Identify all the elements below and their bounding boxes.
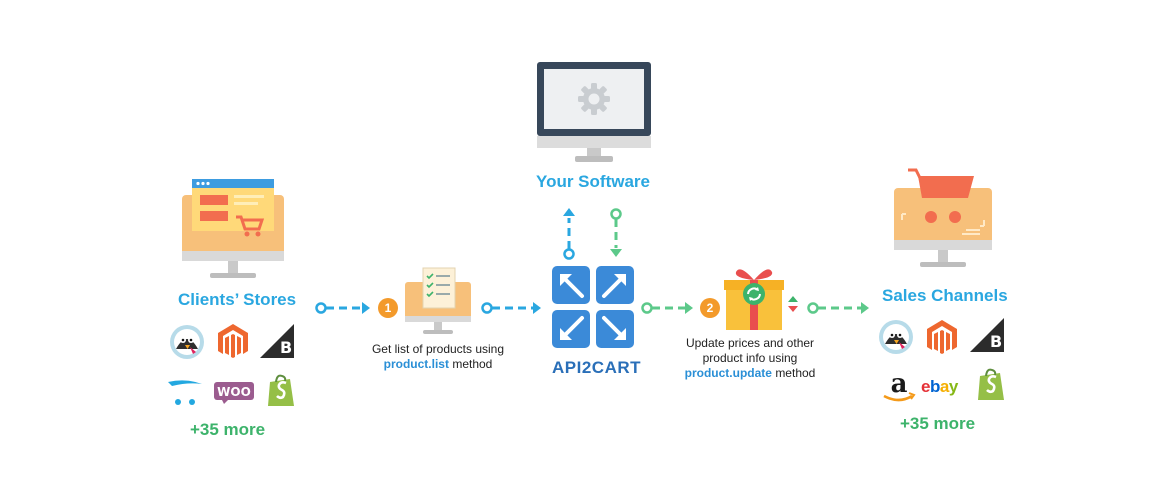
api2cart-logo-icon bbox=[552, 266, 634, 348]
step2-method: product.update bbox=[684, 366, 772, 380]
clients-stores-title: Clients’ Stores bbox=[178, 290, 297, 309]
step1-method: product.list bbox=[383, 357, 449, 371]
svg-text:a: a bbox=[891, 369, 908, 399]
sales-channels-title: Sales Channels bbox=[882, 286, 1008, 305]
arrow-software-to-api bbox=[610, 208, 622, 257]
prestashop-logo-icon bbox=[170, 325, 204, 359]
arrow-step1-to-api bbox=[481, 302, 541, 314]
arrow-api-to-software bbox=[563, 208, 575, 260]
svg-text:B: B bbox=[280, 338, 292, 357]
arrow-step2-to-channels bbox=[807, 302, 869, 314]
amazon-logo-icon: a bbox=[883, 369, 916, 402]
arrow-api-to-step2 bbox=[641, 302, 693, 314]
product-list-monitor-icon bbox=[405, 267, 471, 334]
ebay-logo-icon: ebay bbox=[921, 377, 959, 396]
magento-logo-icon bbox=[218, 324, 248, 358]
svg-text:ebay: ebay bbox=[921, 377, 959, 396]
bigcommerce-logo-icon: B bbox=[970, 318, 1004, 352]
software-monitor-icon bbox=[537, 62, 651, 162]
step1-caption: Get list of products using product.list … bbox=[358, 342, 518, 372]
api2cart-brand: API2CART bbox=[552, 358, 642, 377]
step1-badge: 1 bbox=[378, 298, 398, 318]
gift-update-icon bbox=[724, 269, 798, 330]
bigcommerce-logo-icon: B bbox=[260, 324, 294, 358]
step1-text: Get list of products using bbox=[371, 342, 505, 356]
step2-line1: Update prices and other bbox=[685, 336, 815, 350]
step2-method-line: product.update method bbox=[670, 366, 830, 381]
arrow-stores-to-step1 bbox=[315, 302, 370, 314]
clients-more-label: +35 more bbox=[190, 420, 266, 439]
step2-caption: Update prices and other product info usi… bbox=[670, 336, 830, 381]
magento-logo-icon bbox=[927, 320, 957, 354]
prestashop-logo-icon bbox=[879, 320, 913, 354]
svg-text:WOO: WOO bbox=[217, 385, 251, 399]
step2-line2: product info using bbox=[702, 351, 798, 365]
shopify-logo-icon bbox=[978, 368, 1004, 400]
step1-suffix: method bbox=[452, 357, 493, 371]
channels-monitor-icon bbox=[894, 168, 992, 267]
step2-badge: 2 bbox=[700, 298, 720, 318]
shopify-logo-icon bbox=[268, 374, 294, 406]
store-monitor-icon bbox=[182, 179, 284, 278]
woocommerce-logo-icon: WOO bbox=[214, 382, 254, 404]
opencart-logo-icon bbox=[168, 380, 202, 405]
step1-method-line: product.list method bbox=[358, 357, 518, 372]
step2-suffix: method bbox=[775, 366, 816, 380]
your-software-title: Your Software bbox=[536, 172, 650, 191]
svg-text:B: B bbox=[990, 332, 1002, 351]
channels-more-label: +35 more bbox=[900, 414, 976, 433]
